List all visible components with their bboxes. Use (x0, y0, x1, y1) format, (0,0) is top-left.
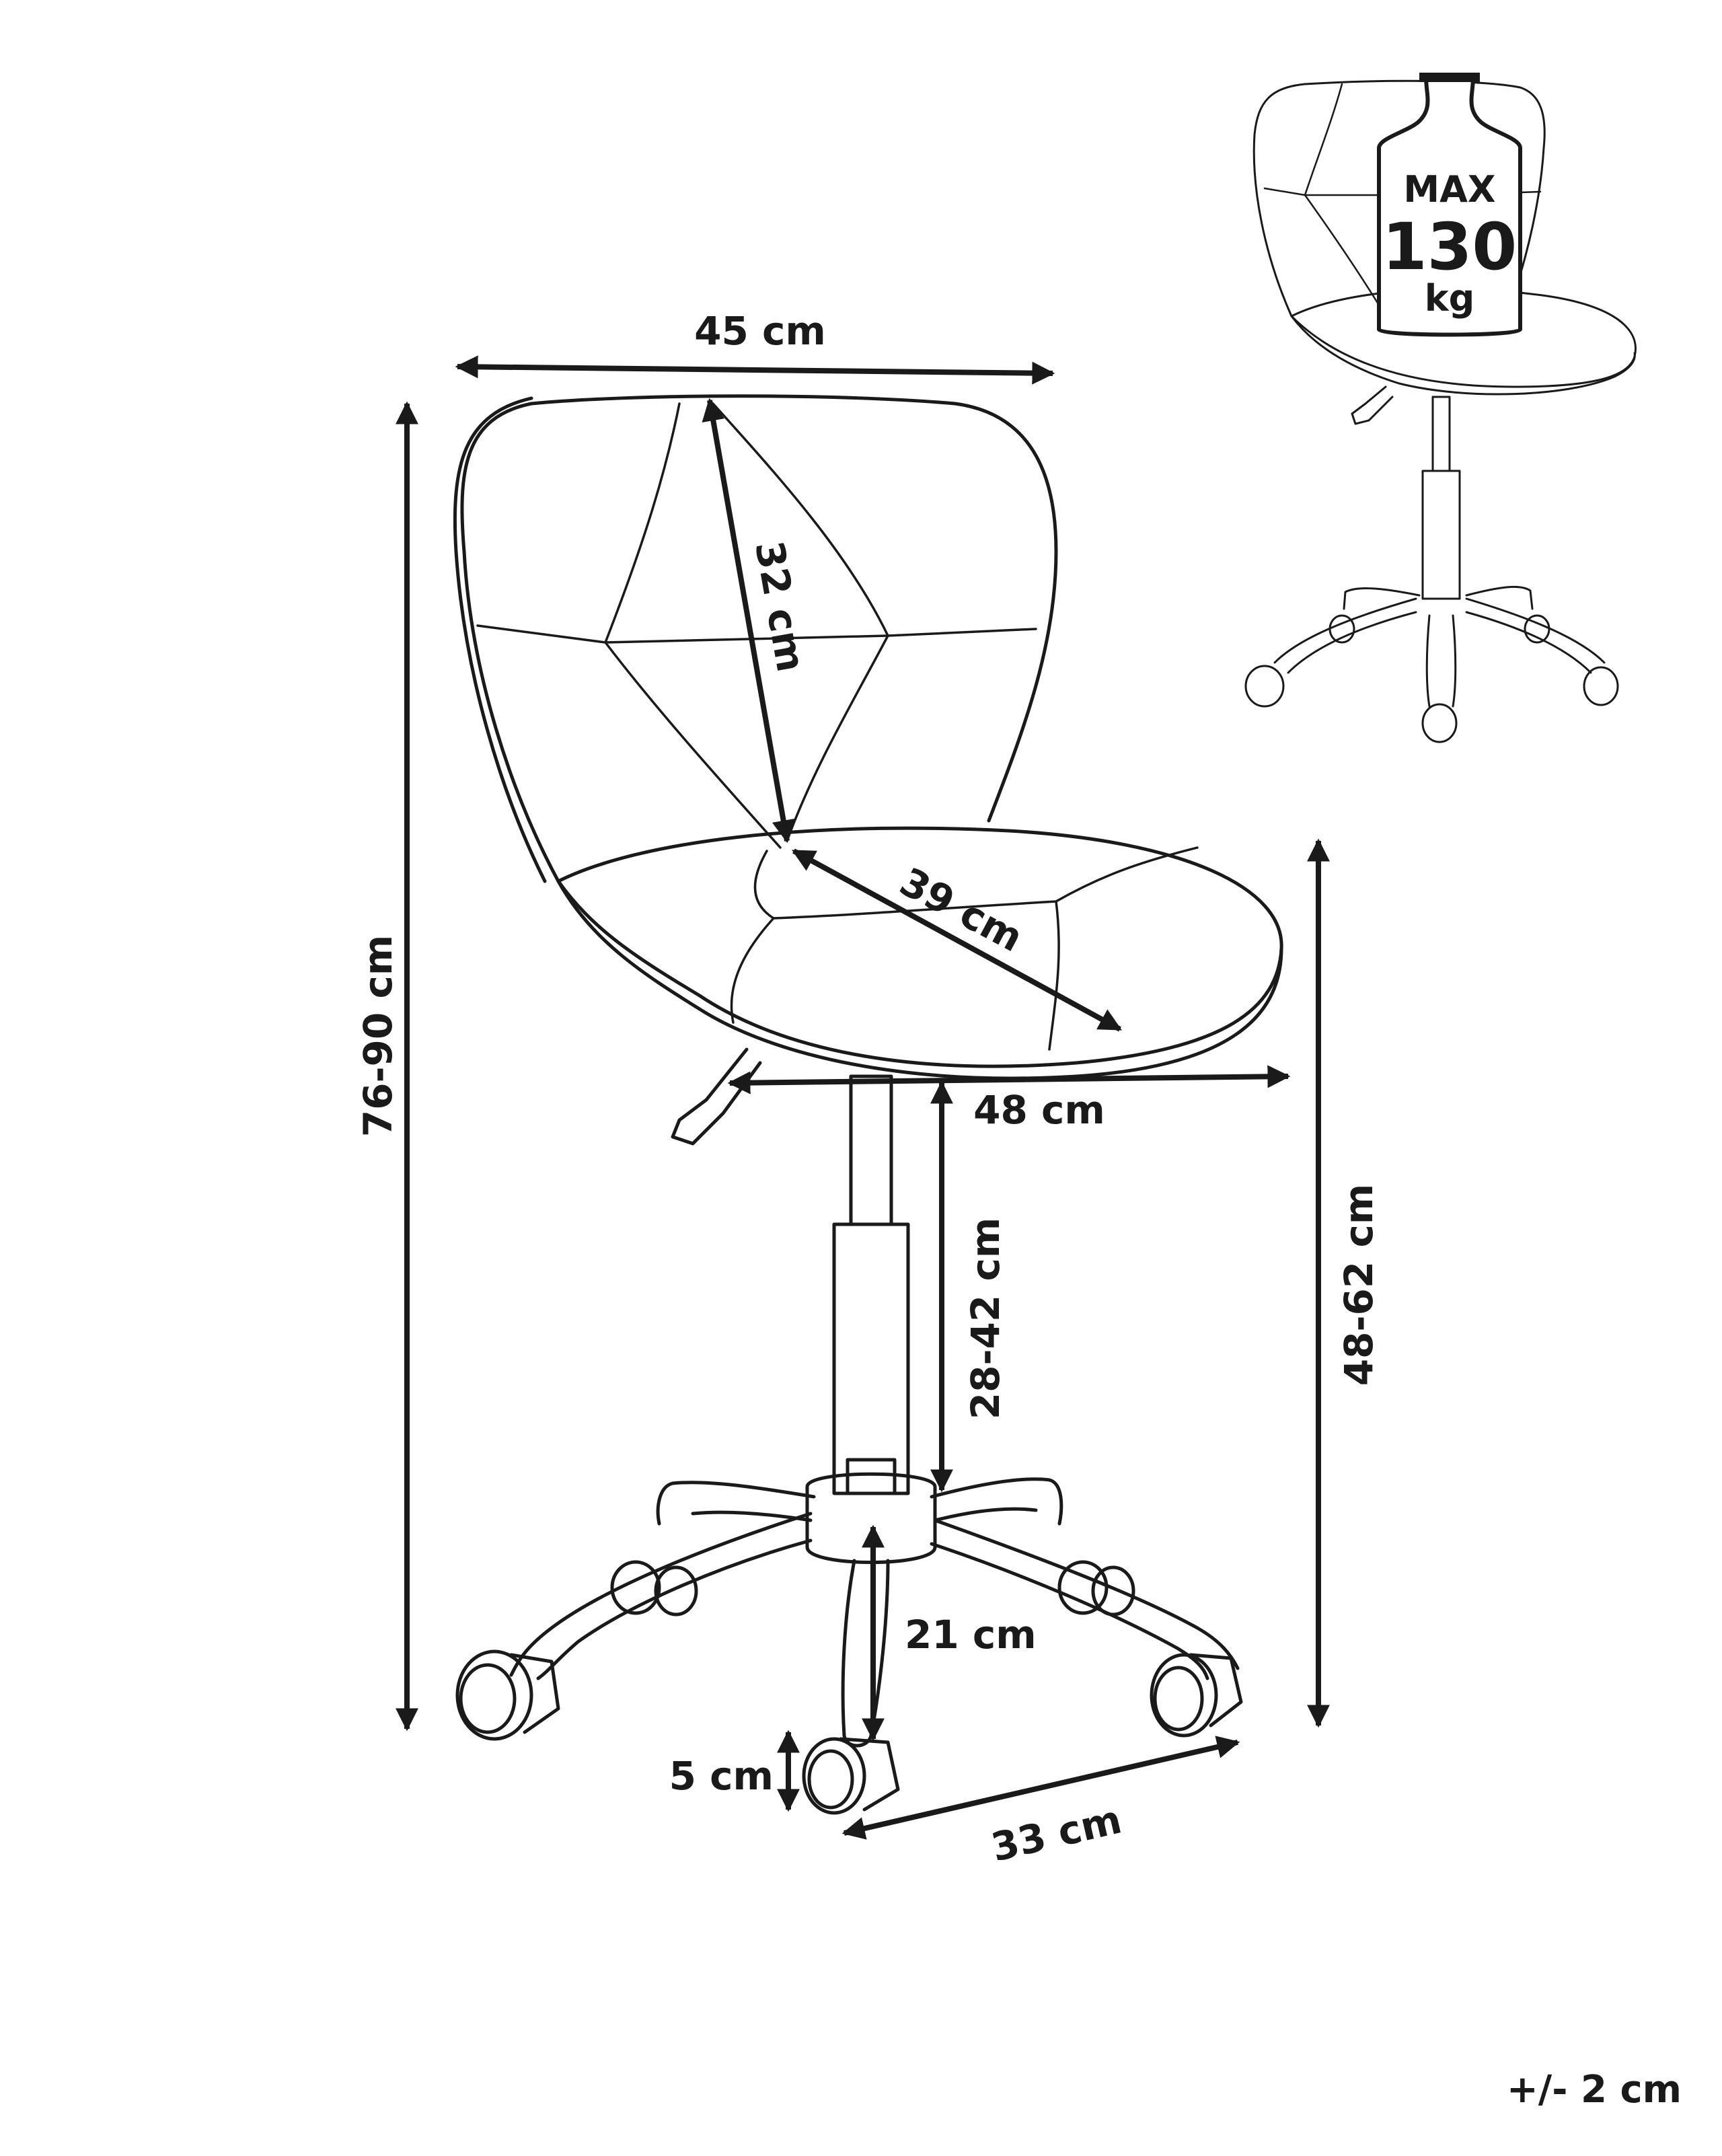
seat-outline (556, 826, 1283, 1068)
gas-lift-upper (849, 1074, 893, 1226)
backrest-outline (460, 394, 1058, 883)
label-overall-height: 76-90 cm (355, 935, 401, 1138)
height-lever (671, 1047, 762, 1146)
backrest-inner-edge (453, 396, 547, 883)
load-weight-badge: MAX 130 kg (1377, 73, 1522, 337)
dim-line-seat-width (455, 355, 1055, 385)
caster-right (1150, 1653, 1243, 1738)
backrest-panel-lines (476, 402, 1037, 849)
dim-line-caster-spacing (841, 1736, 1240, 1840)
base-leg-front (841, 1559, 890, 1748)
weight-icon (1377, 75, 1522, 337)
load-value: 130 (1382, 209, 1517, 285)
label-seat-width: 45 cm (694, 308, 826, 354)
load-unit: kg (1425, 277, 1475, 320)
gas-lift-collar (846, 1458, 897, 1495)
dim-line-seat-depth (792, 848, 1122, 1032)
small-base (1273, 585, 1606, 708)
weight-icon-handle (1419, 73, 1480, 82)
label-caster-spacing: 33 cm (987, 1796, 1125, 1870)
base-leg-back-right (930, 1477, 1063, 1526)
seat-panel-lines (730, 846, 1199, 1051)
load-label-max: MAX (1403, 168, 1495, 211)
dim-line-backrest-height (702, 398, 795, 844)
small-backrest (1252, 79, 1546, 318)
dimension-lines (396, 355, 1330, 1840)
label-seat-depth-overall: 48 cm (973, 1087, 1105, 1133)
label-seat-height: 48-62 cm (1336, 1184, 1382, 1386)
main-chair-drawing (453, 394, 1283, 1815)
base-hub (805, 1472, 937, 1564)
small-lever (1351, 385, 1394, 425)
small-backrest-panels (1263, 83, 1542, 318)
base-leg-left (509, 1512, 813, 1680)
load-chair-drawing (1244, 79, 1637, 743)
gas-lift-lower (832, 1222, 910, 1495)
base-leg-back-left (656, 1481, 816, 1526)
label-base-arm: 21 cm (905, 1612, 1037, 1658)
caster-left (455, 1649, 560, 1741)
label-gas-lift: 28-42 cm (963, 1218, 1008, 1420)
dim-line-seat-depth-overall (727, 1065, 1291, 1094)
tolerance-note: +/- 2 cm (1507, 2068, 1682, 2112)
label-caster-height: 5 cm (669, 1753, 774, 1799)
small-seat-underside (1290, 315, 1636, 396)
small-gas-lift-lower (1421, 470, 1461, 600)
caster-back-left (610, 1560, 698, 1616)
base-leg-right (930, 1518, 1240, 1680)
caster-back-right (1057, 1560, 1135, 1616)
caster-front (802, 1737, 900, 1815)
small-gas-lift-upper (1431, 396, 1451, 472)
